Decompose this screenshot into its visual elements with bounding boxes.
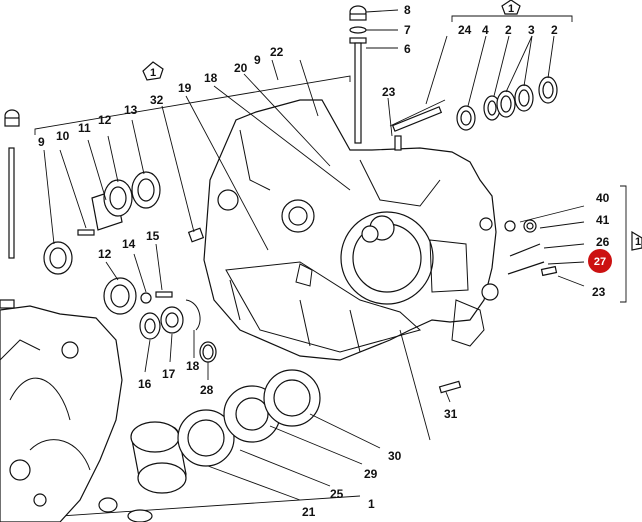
group-marker-pentagon [631, 230, 642, 251]
callout-25: 25 [330, 487, 344, 501]
highlighted-callout-27[interactable]: 27 [588, 249, 612, 273]
callout-19: 19 [178, 81, 192, 95]
callout-13: 13 [124, 103, 138, 117]
callout-12: 12 [98, 247, 112, 261]
stud-left [0, 109, 20, 309]
callout-20: 20 [234, 61, 248, 75]
callout-3: 3 [528, 23, 535, 37]
callout-4: 4 [482, 23, 489, 37]
callout-22: 22 [270, 45, 284, 59]
callout-15: 15 [146, 229, 160, 243]
callout-28: 28 [200, 383, 214, 397]
callout-2: 2 [505, 23, 512, 37]
stud-assembly-top [349, 5, 399, 144]
callout-16: 16 [138, 377, 152, 391]
large-bearings-bottom [130, 369, 381, 501]
group-label: 1 [508, 3, 514, 15]
group-marker-pentagon [142, 61, 164, 81]
group-marker-pentagon [501, 0, 521, 15]
callout-14: 14 [122, 237, 136, 251]
bolt-31 [438, 380, 462, 403]
callout-8: 8 [404, 3, 411, 17]
crankcase-half-left [0, 305, 123, 522]
parts-right-side [504, 205, 585, 287]
crankcase-half-center [187, 99, 499, 441]
callout-9: 9 [254, 53, 261, 67]
group-bracket-left: 1 [34, 61, 351, 135]
leader-lines [161, 59, 393, 251]
callout-6: 6 [404, 42, 411, 56]
group-bracket-top-right: 1 [451, 0, 573, 22]
callout-41: 41 [596, 213, 610, 227]
callout-1: 1 [368, 497, 375, 511]
callout-21: 21 [302, 505, 316, 519]
callout-32: 32 [150, 93, 164, 107]
callout-40: 40 [596, 191, 610, 205]
highlight-label: 27 [594, 256, 606, 268]
callout-18: 18 [204, 71, 218, 85]
callout-26: 26 [596, 235, 610, 249]
callout-12: 12 [98, 113, 112, 127]
callout-18: 18 [186, 359, 200, 373]
group-label: 1 [635, 236, 641, 248]
callout-23: 23 [382, 85, 396, 99]
callout-24: 24 [458, 23, 472, 37]
callout-9: 9 [38, 135, 45, 149]
bearing-stack-left [43, 119, 161, 275]
highlight-badge[interactable] [588, 249, 612, 273]
bearing-set-top-right [389, 35, 558, 132]
small-parts-bottom-left [98, 497, 153, 522]
small-parts-middle [103, 243, 217, 380]
callout-31: 31 [444, 407, 458, 421]
group-label: 1 [150, 67, 156, 79]
callout-11: 11 [78, 121, 91, 135]
callout-7: 7 [404, 23, 411, 37]
callout-29: 29 [364, 467, 378, 481]
group-bracket-right: 1 [620, 185, 642, 303]
callout-2: 2 [551, 23, 558, 37]
callout-labels: 8 7 6 24 4 2 3 2 23 22 9 20 18 19 32 13 … [38, 3, 610, 519]
callout-30: 30 [388, 449, 402, 463]
callout-17: 17 [162, 367, 176, 381]
callout-10: 10 [56, 129, 70, 143]
callout-23: 23 [592, 285, 606, 299]
